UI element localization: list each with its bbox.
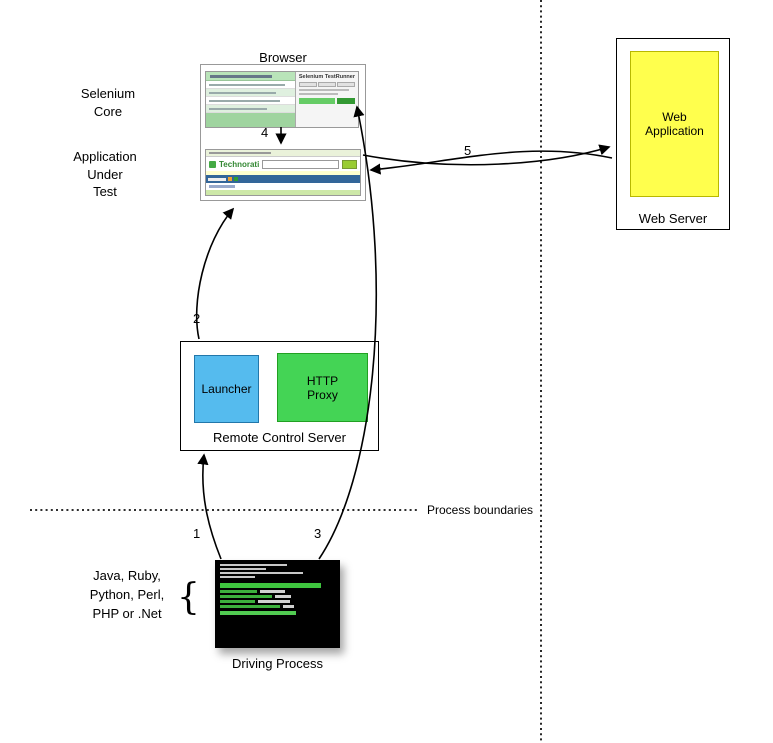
text-line [208, 177, 226, 181]
terminal-cell [220, 600, 255, 603]
mini-button [298, 82, 317, 87]
terminal-text-line [220, 576, 255, 578]
browser-label: Browser [259, 50, 307, 65]
highlight-strip [206, 171, 360, 175]
arrow-number-1: 1 [193, 526, 201, 541]
selenium-core-screenshot: Selenium TestRunner [205, 71, 359, 128]
arrow-1 [197, 453, 222, 560]
arrow-number-3: 3 [314, 526, 322, 541]
terminal-cell [220, 590, 257, 593]
arrow-number-4: 4 [261, 125, 269, 140]
terminal-highlight-row [220, 583, 322, 588]
terminal-screenshot [215, 560, 340, 648]
flag-chip [234, 177, 238, 181]
terminal-table-row [220, 590, 335, 593]
testrunner-buttons [298, 82, 355, 87]
mini-button [336, 82, 355, 87]
browser-window: Selenium TestRunner Technorati [200, 64, 366, 201]
arrow-number-2: 2 [193, 311, 201, 326]
text-line [210, 75, 273, 78]
application-under-test-screenshot: Technorati [205, 149, 361, 196]
technorati-logo-icon [209, 160, 216, 168]
progress-block [298, 98, 335, 104]
mini-button [317, 82, 336, 87]
arrow-5-to-browser [369, 150, 613, 175]
testrunner-panel: Selenium TestRunner [295, 72, 358, 127]
flag-chip [228, 177, 232, 181]
launcher-box: Launcher [194, 355, 259, 423]
terminal-cell [220, 605, 280, 608]
languages-label: Java, Ruby, Python, Perl, PHP or .Net [89, 568, 165, 621]
terminal-highlight-row [220, 611, 296, 615]
selenium-core-label: Selenium Core [80, 86, 136, 119]
text-line [298, 89, 350, 91]
remote-control-server-label: Remote Control Server [213, 430, 346, 445]
test-table [206, 72, 296, 127]
text-line [209, 108, 267, 110]
process-boundaries-label: Process boundaries [427, 503, 534, 517]
logo-row: Technorati [206, 157, 360, 171]
testrunner-title: Selenium TestRunner [298, 74, 355, 80]
server-bar [206, 175, 360, 183]
web-server-label: Web Server [638, 211, 708, 226]
table-footer-row [206, 113, 295, 127]
text-line [209, 84, 285, 86]
web-application-box: Web Application [630, 51, 719, 197]
terminal-text-line [220, 564, 287, 566]
table-header-row [206, 72, 295, 81]
text-line [209, 185, 235, 188]
terminal-cell [274, 595, 291, 598]
http-proxy-box: HTTP Proxy [277, 353, 368, 422]
menu-bar [206, 150, 360, 157]
search-input-depiction [262, 159, 339, 169]
terminal-cell [257, 600, 290, 603]
text-line [209, 92, 276, 94]
technorati-brand: Technorati [219, 159, 260, 169]
table-row [206, 105, 295, 113]
table-row [206, 97, 295, 105]
footer-strip [206, 190, 360, 195]
progress-block [336, 98, 355, 104]
text-line [298, 93, 339, 95]
content-area [206, 183, 360, 195]
web-server-box: Web Application Web Server [616, 38, 730, 230]
remote-control-server-box: Launcher HTTP Proxy Remote Control Serve… [180, 341, 379, 451]
table-row [206, 89, 295, 97]
terminal-text-line [220, 568, 266, 570]
terminal-cell [220, 595, 272, 598]
text-line [209, 100, 281, 102]
brace-glyph: { [177, 577, 200, 618]
terminal-table-row [220, 605, 335, 608]
table-row [206, 81, 295, 89]
arrow-number-5: 5 [464, 143, 472, 158]
terminal-text-line [220, 572, 303, 574]
driving-process-label: Driving Process [231, 656, 324, 671]
terminal-table-row [220, 595, 335, 598]
terminal-cell [259, 590, 286, 593]
arrow-5-to-server [362, 144, 611, 166]
search-button-depiction [342, 159, 357, 169]
arrow-2 [195, 207, 235, 340]
terminal-cell [282, 605, 295, 608]
application-under-test-label: Application Under Test [73, 149, 137, 200]
progress-blocks [298, 98, 355, 104]
text-line [209, 152, 271, 154]
terminal-table-row [220, 600, 335, 603]
